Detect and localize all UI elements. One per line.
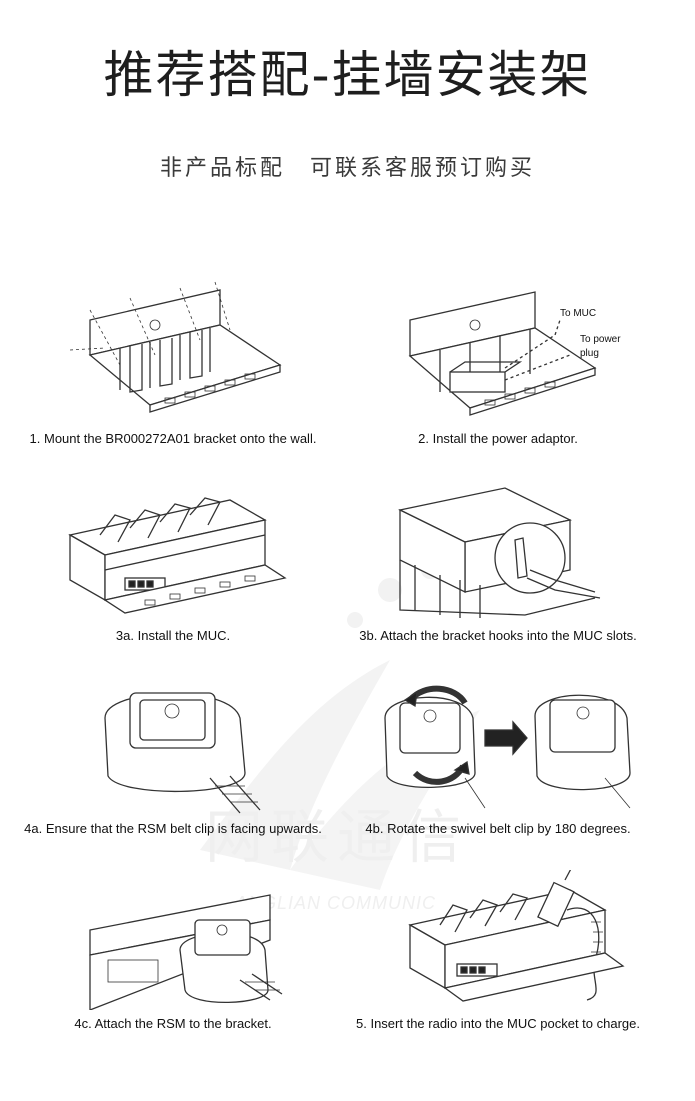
step-2-caption: 2. Install the power adaptor.: [418, 431, 578, 446]
power-adaptor-diagram: To MUC To power plug: [408, 291, 621, 416]
step-2-illustration: To MUC To power plug: [355, 280, 685, 420]
step-3a-caption: 3a. Install the MUC.: [115, 628, 231, 643]
swivel-clip-diagram: [384, 685, 631, 809]
rsm-attach-diagram: [89, 894, 283, 1010]
rsm-belt-clip-diagram: [104, 692, 261, 814]
step-4a-caption: 4a. Ensure that the RSM belt clip is fac…: [24, 821, 322, 836]
step-1-caption: 1. Mount the BR000272A01 bracket onto th…: [29, 431, 317, 446]
step-5-illustration: [355, 870, 685, 1010]
radio-insert-diagram: [408, 870, 625, 1002]
step-4c-illustration: [30, 870, 360, 1010]
step-3b-illustration: [355, 480, 685, 620]
step-4b-caption: 4b. Rotate the swivel belt clip by 180 d…: [365, 821, 631, 836]
label-to-power: To power: [580, 334, 621, 345]
label-power-plug: plug: [580, 348, 599, 359]
step-4a-illustration: [30, 678, 360, 816]
bracket-hooks-diagram: [398, 487, 601, 618]
step-3b-caption: 3b. Attach the bracket hooks into the MU…: [359, 628, 637, 643]
page-subtitle: 非产品标配 可联系客服预订购买: [159, 156, 535, 181]
page-title: 推荐搭配-挂墙安装架: [103, 46, 592, 104]
step-4b-illustration: [355, 678, 685, 816]
step-4c-caption: 4c. Attach the RSM to the bracket.: [74, 1016, 272, 1031]
label-to-muc: To MUC: [560, 308, 596, 319]
muc-install-diagram: [68, 497, 287, 614]
step-5-caption: 5. Insert the radio into the MUC pocket …: [356, 1016, 640, 1031]
step-3a-illustration: [30, 480, 360, 620]
step-1-illustration: [30, 280, 360, 420]
wall-bracket-diagram: [69, 281, 282, 413]
